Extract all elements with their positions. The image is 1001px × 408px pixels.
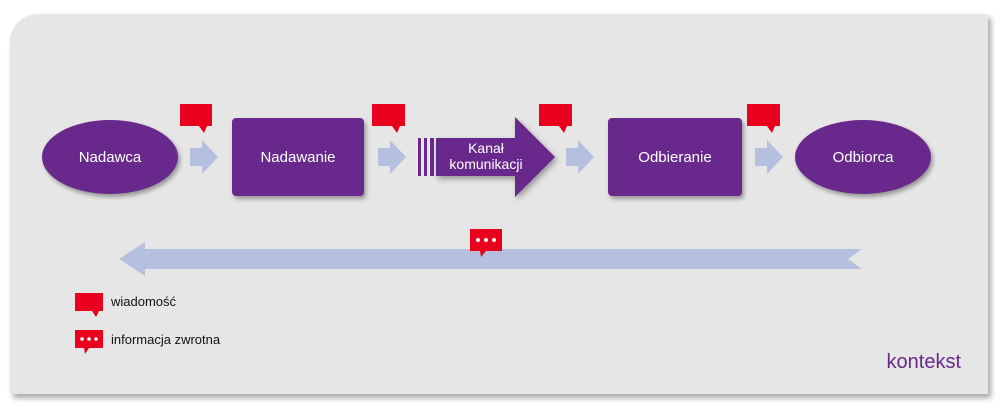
channel-arrow — [418, 117, 555, 197]
encoding-label: Nadawanie — [260, 148, 336, 166]
receiver-node: Odbiorca — [795, 120, 931, 194]
legend-message-icon — [75, 293, 103, 317]
legend-feedback-icon — [75, 330, 103, 354]
encoding-node: Nadawanie — [232, 118, 364, 196]
context-label: kontekst — [886, 351, 961, 373]
channel-label-line2: komunikacji — [449, 156, 523, 172]
legend-message-label: wiadomość — [111, 294, 177, 309]
channel-label-line1: Kanał — [468, 140, 504, 156]
message-icon — [747, 104, 780, 133]
channel-label: Kanał komunikacji — [436, 140, 536, 172]
decoding-node: Odbieranie — [608, 118, 742, 196]
flow-arrow-4 — [755, 140, 783, 174]
legend-feedback-label: informacja zwrotna — [111, 332, 221, 347]
message-icon — [372, 104, 405, 133]
feedback-arrow — [119, 242, 862, 276]
message-icon — [180, 104, 212, 133]
decoding-label: Odbieranie — [638, 148, 712, 166]
sender-node: Nadawca — [42, 120, 178, 194]
sender-label: Nadawca — [78, 148, 142, 166]
context-panel — [10, 14, 988, 394]
flow-arrow-2 — [378, 140, 406, 174]
flow-arrow-3 — [566, 140, 594, 174]
feedback-icon — [470, 229, 502, 257]
flow-arrow-1 — [190, 140, 218, 174]
receiver-label: Odbiorca — [832, 148, 894, 166]
message-icon — [539, 104, 572, 133]
